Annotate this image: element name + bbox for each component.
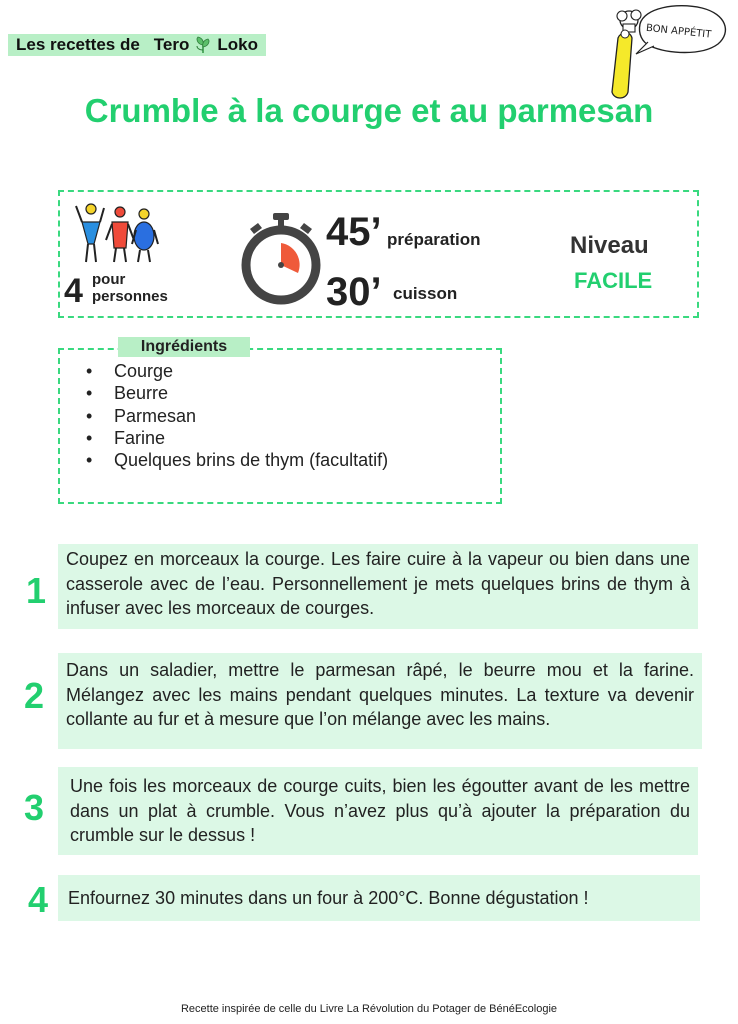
- leaf-icon: [196, 36, 210, 53]
- step-text-2: Dans un saladier, mettre le parmesan râp…: [58, 653, 702, 749]
- prep-time: 45’: [326, 210, 382, 254]
- prep-label: préparation: [387, 230, 481, 249]
- step-number-1: 1: [26, 570, 47, 611]
- ingredient-item: •Courge: [86, 361, 174, 381]
- step-number-3: 3: [24, 787, 45, 828]
- step-number-4: 4: [28, 879, 49, 920]
- brand-name-part2: Loko: [217, 35, 258, 54]
- step-text-4: Enfournez 30 minutes dans un four à 200°…: [58, 875, 700, 921]
- step-number-2: 2: [24, 675, 45, 716]
- stopwatch-icon: [241, 213, 321, 305]
- people-icon: [75, 203, 159, 263]
- persons-label: personnes: [92, 288, 168, 305]
- recipe-title: Crumble à la courge et au parmesan: [84, 92, 654, 129]
- level-value: FACILE: [574, 268, 653, 293]
- cook-label: cuisson: [393, 284, 458, 303]
- step-text-3: Une fois les morceaux de courge cuits, b…: [58, 767, 698, 855]
- ingredient-item: •Quelques brins de thym (facultatif): [86, 450, 389, 471]
- level-label: Niveau: [570, 232, 649, 259]
- bon-appetit-logo: BON APPÉTIT: [611, 5, 727, 99]
- ingredient-item: •Beurre: [86, 383, 169, 404]
- persons-pour: pour: [92, 271, 126, 288]
- step-text-1: Coupez en morceaux la courge. Les faire …: [58, 544, 698, 629]
- persons-number: 4: [64, 272, 83, 310]
- ingredient-item: •Parmesan: [86, 405, 197, 426]
- footer-credit: Recette inspirée de celle du Livre La Ré…: [180, 1003, 558, 1015]
- brand-name-part1: Tero: [153, 35, 190, 54]
- ingredients-list: •Courge •Beurre •Parmesan •Farine •Quelq…: [86, 360, 388, 471]
- ingredients-title: Ingrédients: [118, 337, 250, 357]
- info-box: [58, 190, 699, 318]
- brand-banner: Les recettes de Tero Loko: [8, 34, 266, 56]
- brand-prefix: Les recettes de: [16, 35, 140, 54]
- ingredient-item: •Farine: [86, 427, 166, 448]
- ingredients-box: [58, 348, 502, 504]
- cook-time: 30’: [326, 270, 382, 314]
